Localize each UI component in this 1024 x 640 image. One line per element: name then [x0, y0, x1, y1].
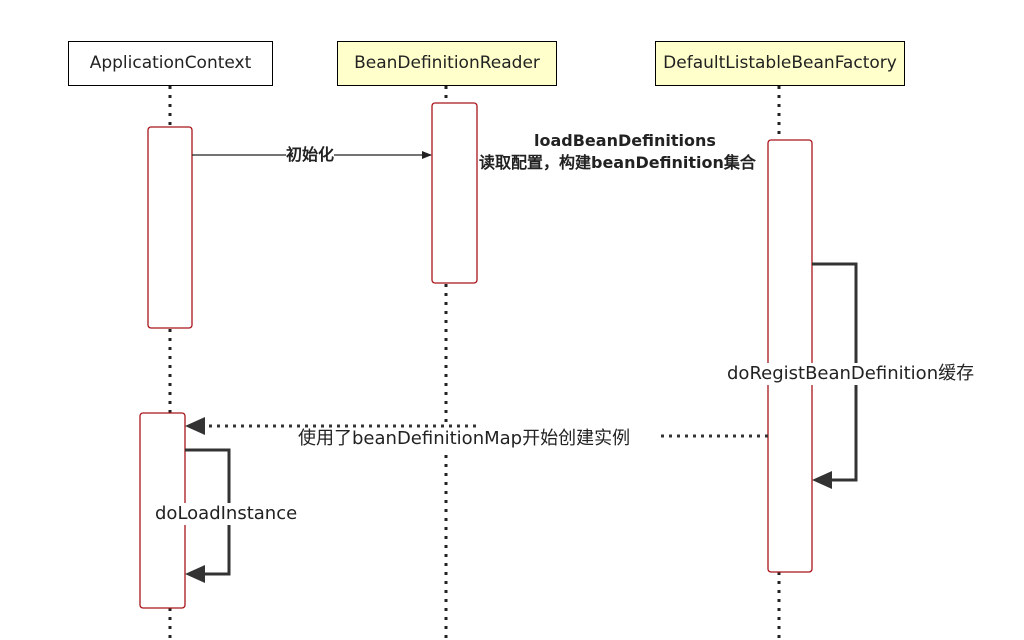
message-create-instance-arrowhead — [185, 417, 205, 435]
message-regist-label: doRegistBeanDefinition缓存 — [727, 363, 975, 385]
self-call-load-instance-arrowhead — [185, 565, 205, 583]
message-load-definitions-label-line1: loadBeanDefinitions — [534, 131, 716, 150]
message-load-definitions-label-line2: 读取配置，构建beanDefinition集合 — [479, 153, 756, 172]
activation-reader — [431, 102, 478, 284]
message-load-instance-label: doLoadInstance — [155, 503, 298, 525]
self-call-regist-arrowhead — [812, 471, 832, 489]
message-create-instance-label: 使用了beanDefinitionMap开始创建实例 — [298, 428, 631, 450]
participant-application-context: ApplicationContext — [68, 41, 273, 86]
message-init-label: 初始化 — [286, 145, 335, 165]
participant-bean-definition-reader: BeanDefinitionReader — [337, 41, 557, 86]
activation-factory — [767, 139, 813, 573]
activation-application-context-1 — [147, 126, 193, 329]
participant-bean-factory: DefaultListableBeanFactory — [655, 41, 905, 86]
